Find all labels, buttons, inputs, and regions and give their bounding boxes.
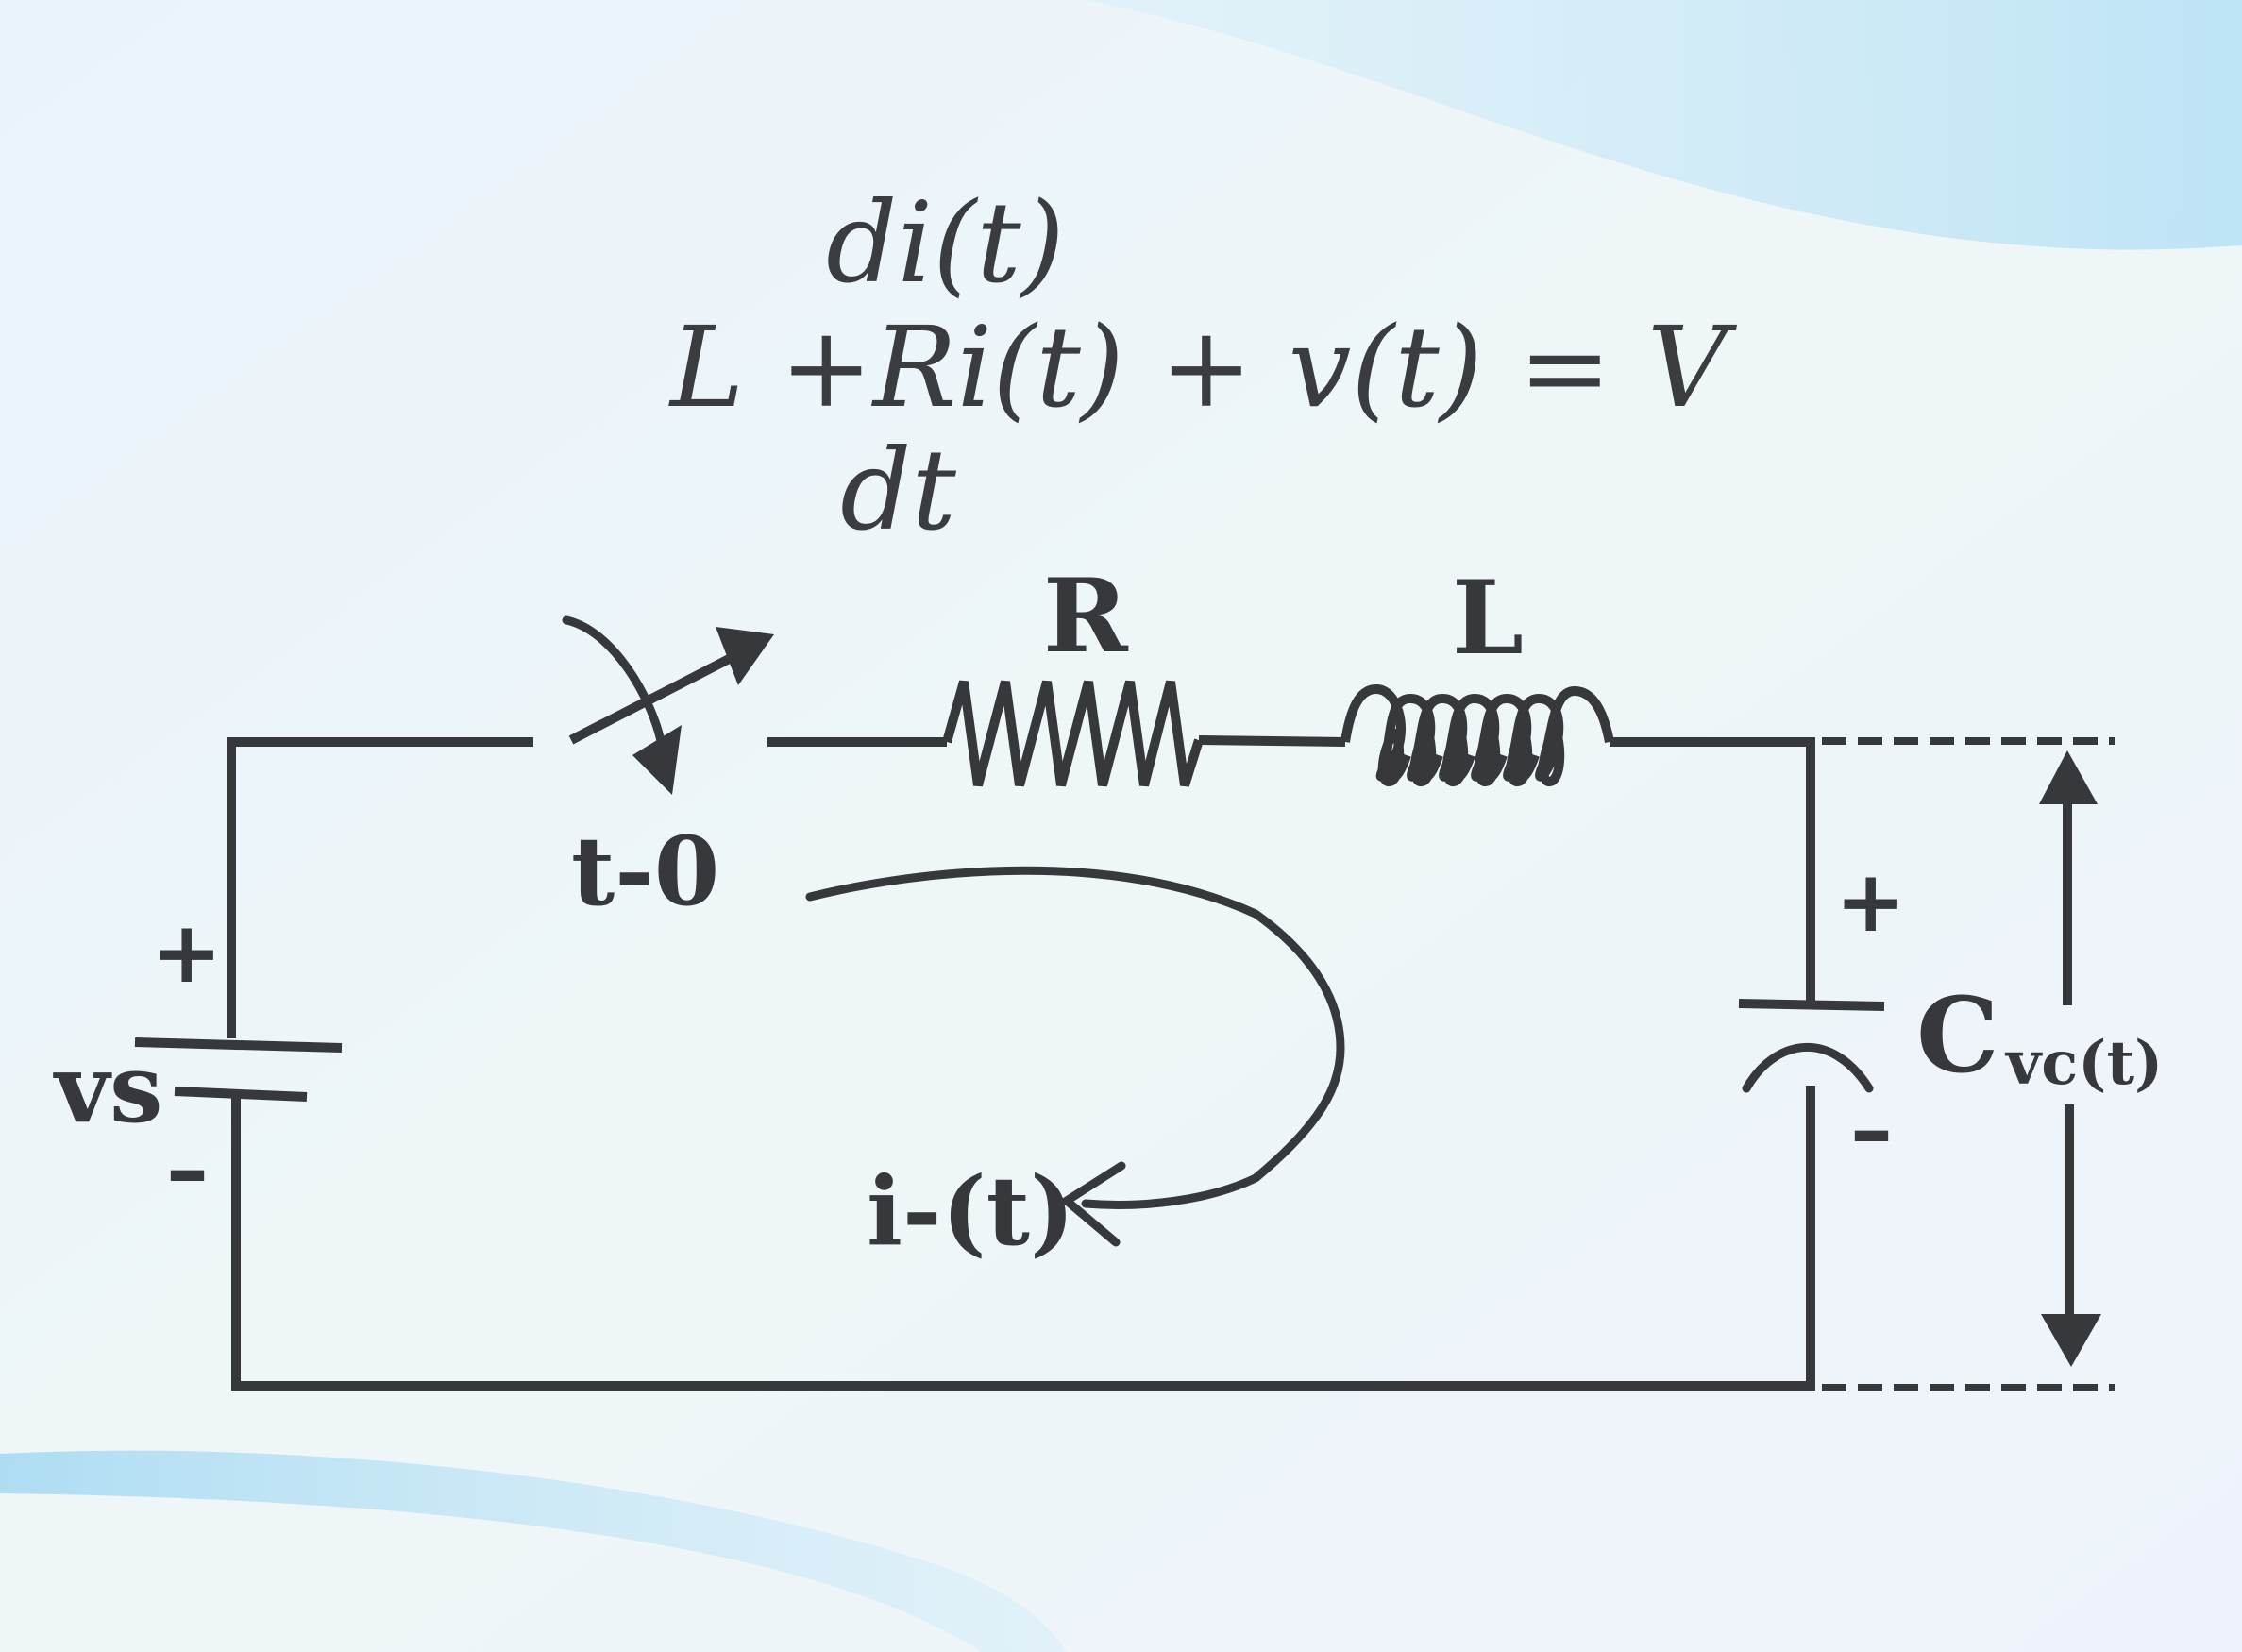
capacitor: [1738, 999, 1885, 1093]
capacitor-voltage-indicator: [1822, 737, 2115, 1391]
inductor: [1340, 683, 1614, 786]
circuit-equation: di(t) L +Ri(t) + v(t) = V dt: [668, 177, 1738, 555]
switch: [562, 615, 774, 795]
equation-main-line: L +Ri(t) + v(t) = V: [668, 302, 1738, 432]
equation-denominator: dt: [840, 425, 957, 555]
source-minus-sign: –: [166, 1121, 209, 1220]
current-label: i-(t): [867, 1155, 1074, 1267]
circuit-wires: [227, 735, 1815, 1391]
current-loop-arrow: [805, 866, 1345, 1247]
source-plus-sign: +: [151, 903, 222, 1003]
capacitor-label: C: [1916, 974, 1999, 1096]
inductor-label: L: [1452, 559, 1524, 678]
equation-numerator: di(t): [826, 177, 1065, 308]
background-wave-bottom: [0, 1450, 1067, 1652]
voltage-arrow-down: [2041, 1314, 2101, 1367]
source-label: vs: [53, 1033, 162, 1144]
resistor: [942, 680, 1204, 787]
voltage-arrow-up: [2039, 750, 2098, 804]
voltage-source: [134, 1037, 343, 1102]
resistor-label: R: [1043, 557, 1129, 676]
capacitor-voltage-label: vc(t): [2004, 1028, 2163, 1099]
capacitor-plus-sign: +: [1835, 852, 1906, 952]
background-wave-top: [1086, 0, 2242, 250]
switch-label: t-0: [571, 816, 719, 927]
capacitor-minus-sign: –: [1850, 1081, 1893, 1180]
